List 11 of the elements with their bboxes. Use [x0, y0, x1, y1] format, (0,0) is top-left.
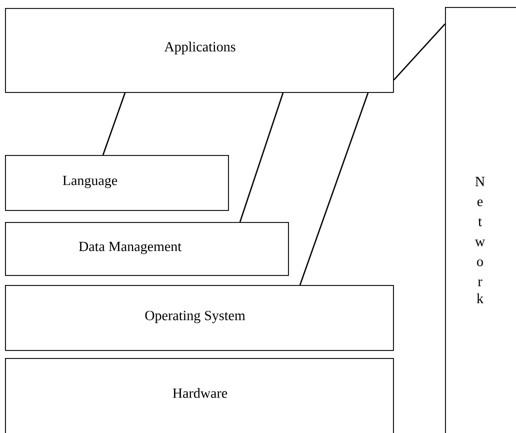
connector-line — [239, 92, 284, 222]
connector-line — [299, 92, 369, 286]
layer-box: Data Management — [5, 222, 289, 276]
connector-line — [393, 24, 446, 80]
layer-box — [445, 7, 516, 433]
connector-line — [102, 92, 126, 156]
vertical-label: Network — [474, 176, 485, 304]
layer-box: Operating System — [5, 284, 394, 351]
layer-box: Hardware — [5, 358, 394, 433]
layer-box: Language — [5, 155, 229, 211]
layer-box: Applications — [5, 8, 394, 93]
